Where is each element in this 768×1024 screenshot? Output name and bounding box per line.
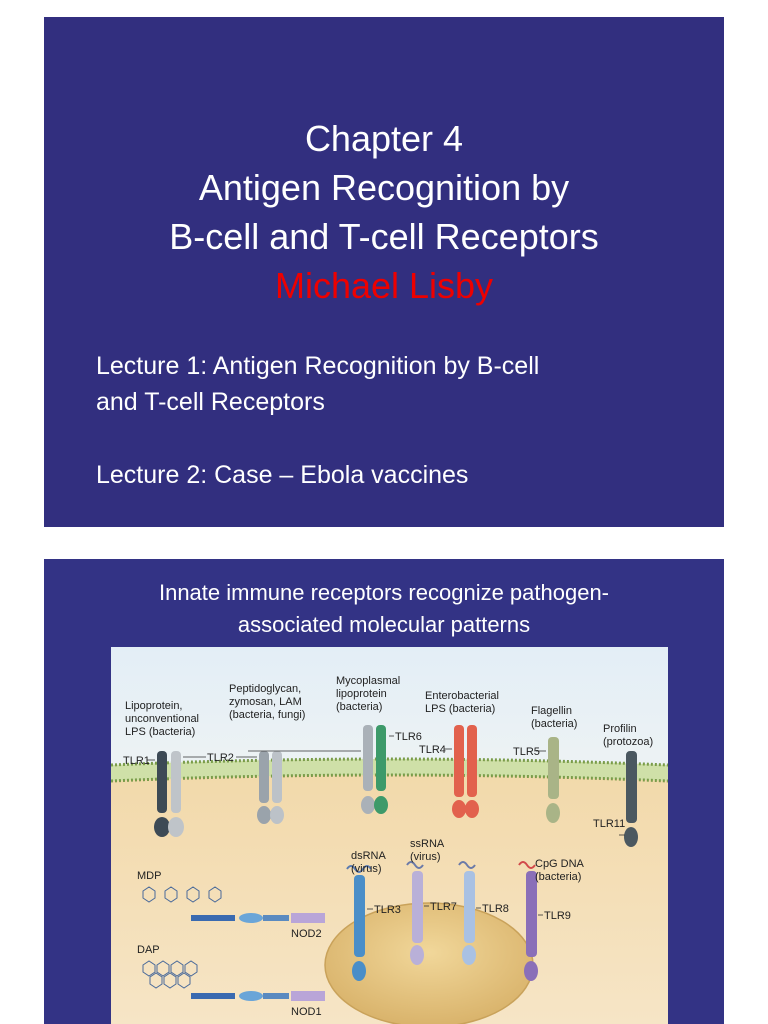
label-profilin-1: Profilin (603, 723, 637, 735)
label-ssrna-1: ssRNA (410, 838, 445, 850)
dsrna-ligand (346, 865, 372, 873)
tlr4-homodimer (452, 725, 479, 818)
label-cpg-2: (bacteria) (535, 871, 581, 883)
label-tlr1: TLR1 (123, 755, 150, 767)
slide-title: Chapter 4 Antigen Recognition by B-cell … (44, 114, 724, 310)
tlr-diagram-svg: Lipoprotein, unconventional LPS (bacteri… (111, 647, 668, 1024)
label-nod2: NOD2 (291, 928, 322, 940)
tlr7-receptor (410, 871, 424, 965)
lecture-1-line-1: Lecture 1: Antigen Recognition by B-cell (96, 352, 540, 380)
label-tlr9: TLR9 (544, 910, 571, 922)
tlr2-tlr6-heterodimer-a (257, 751, 284, 824)
lecture-1-text: Lecture 1: Antigen Recognition by B-cell… (96, 348, 696, 420)
tlr-diagram: Lipoprotein, unconventional LPS (bacteri… (111, 647, 668, 1024)
label-dsrna-2: (virus) (351, 863, 382, 875)
nod1-protein (142, 960, 325, 1001)
label-tlr3: TLR3 (374, 904, 401, 916)
label-tlr6: TLR6 (395, 731, 422, 743)
label-mycoplasmal-1: Mycoplasmal (336, 675, 400, 687)
slide-2-title-line-1: Innate immune receptors recognize pathog… (158, 580, 610, 605)
label-cpg-1: CpG DNA (535, 858, 585, 870)
plasma-membrane (111, 757, 668, 783)
label-lipoprotein-3: LPS (bacteria) (125, 726, 195, 738)
slide-2-title-line-2: associated molecular patterns (237, 612, 531, 637)
label-dap: DAP (137, 944, 160, 956)
label-tlr2: TLR2 (207, 752, 234, 764)
label-peptidoglycan-3: (bacteria, fungi) (229, 709, 305, 721)
tlr11-receptor (624, 751, 638, 847)
tlr9-receptor (524, 871, 538, 981)
label-flagellin-2: (bacteria) (531, 718, 577, 730)
label-enterobacterial-1: Enterobacterial (425, 690, 499, 702)
label-tlr4: TLR4 (419, 744, 446, 756)
label-ssrna-2: (virus) (410, 851, 441, 863)
cpg-dna-ligand (518, 861, 536, 869)
label-nod1: NOD1 (291, 1006, 322, 1018)
label-tlr11: TLR11 (593, 818, 625, 830)
label-tlr7: TLR7 (430, 901, 457, 913)
author-name: Michael Lisby (274, 265, 494, 306)
label-profilin-2: (protozoa) (603, 736, 653, 748)
label-peptidoglycan-2: zymosan, LAM (229, 696, 302, 708)
lecture-2-text: Lecture 2: Case – Ebola vaccines (96, 461, 469, 489)
title-slide: Chapter 4 Antigen Recognition by B-cell … (44, 17, 724, 527)
tlr5-receptor (546, 737, 560, 823)
label-tlr8: TLR8 (482, 903, 509, 915)
nod2-protein (142, 886, 325, 923)
label-enterobacterial-2: LPS (bacteria) (425, 703, 495, 715)
chapter-label: Chapter 4 (304, 118, 464, 159)
tlr1-tlr2-heterodimer (154, 751, 184, 837)
lecture-1-line-2: and T-cell Receptors (96, 388, 325, 416)
label-lipoprotein-1: Lipoprotein, (125, 700, 183, 712)
label-lipoprotein-2: unconventional (125, 713, 199, 725)
slide-2-title: Innate immune receptors recognize pathog… (44, 577, 724, 641)
tlr2-tlr6-heterodimer-b (361, 725, 388, 814)
label-peptidoglycan-1: Peptidoglycan, (229, 683, 301, 695)
label-tlr5: TLR5 (513, 746, 540, 758)
ssrna-ligand-b (458, 861, 476, 869)
tlr3-receptor (352, 875, 366, 981)
label-mycoplasmal-2: lipoprotein (336, 688, 387, 700)
label-dsrna-1: dsRNA (351, 850, 387, 862)
label-mdp: MDP (137, 870, 161, 882)
ssrna-ligand-a (406, 861, 424, 869)
receptors-slide: Innate immune receptors recognize pathog… (44, 559, 724, 1024)
label-connectors (147, 735, 625, 916)
label-flagellin-1: Flagellin (531, 705, 572, 717)
title-line-1: Antigen Recognition by (198, 167, 570, 208)
label-mycoplasmal-3: (bacteria) (336, 701, 382, 713)
tlr8-receptor (462, 871, 476, 965)
title-line-2: B-cell and T-cell Receptors (169, 216, 599, 257)
